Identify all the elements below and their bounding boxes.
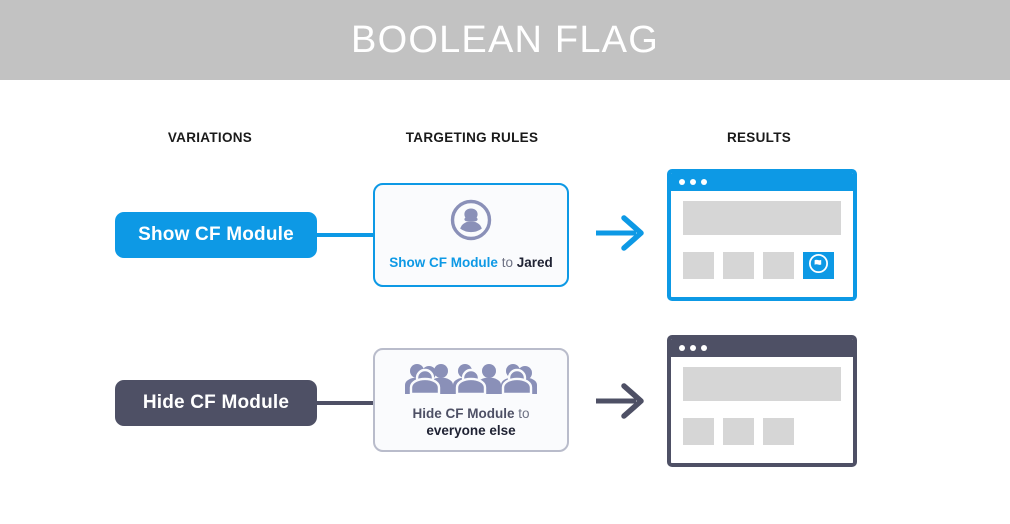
- result-browser-window-hide: [667, 335, 857, 467]
- column-header-variations: VARIATIONS: [167, 130, 253, 145]
- rule-connector-label: to: [501, 255, 513, 270]
- column-header-results: RESULTS: [726, 130, 792, 145]
- targeting-rule-card-show[interactable]: Show CF Module to Jared: [373, 183, 569, 287]
- rule-connector-label: to: [518, 405, 530, 421]
- content-tile: [763, 252, 794, 279]
- browser-titlebar-hide: [671, 339, 853, 357]
- content-tile: [723, 252, 754, 279]
- targeting-rule-card-hide[interactable]: Hide CF Module to everyone else: [373, 348, 569, 452]
- browser-body-show: [671, 191, 853, 297]
- browser-titlebar-show: [671, 173, 853, 191]
- window-dot-icon: [701, 179, 707, 185]
- content-tile: [683, 252, 714, 279]
- crowd-people-icon: [403, 362, 539, 399]
- tile-row-hide: [683, 418, 841, 445]
- window-dot-icon: [690, 179, 696, 185]
- window-dot-icon: [701, 345, 707, 351]
- variation-pill-show-label: Show CF Module: [138, 224, 294, 245]
- variation-pill-hide[interactable]: Hide CF Module: [115, 380, 317, 426]
- content-tile: [683, 418, 714, 445]
- content-placeholder-block: [683, 201, 841, 235]
- content-tile: [763, 418, 794, 445]
- arrow-right-icon-show: [596, 211, 648, 260]
- result-browser-window-show: [667, 169, 857, 301]
- targeting-rule-text-hide: Hide CF Module to everyone else: [412, 405, 529, 439]
- variation-pill-hide-label: Hide CF Module: [142, 392, 290, 413]
- content-tile: [723, 418, 754, 445]
- connector-line-show: [317, 233, 373, 237]
- variation-pill-show[interactable]: Show CF Module: [115, 212, 317, 258]
- window-dot-icon: [679, 179, 685, 185]
- rule-action-label: Show CF Module: [389, 255, 498, 270]
- connector-line-hide: [317, 401, 373, 405]
- rule-audience-label: everyone else: [426, 422, 516, 438]
- cf-module-tile[interactable]: [803, 252, 834, 279]
- arrow-right-icon-hide: [596, 379, 648, 428]
- rule-audience-label: Jared: [516, 255, 553, 270]
- flag-row-hide: Hide CF Module: [0, 330, 1010, 467]
- content-placeholder-block: [683, 367, 841, 401]
- tile-row-show: [683, 252, 841, 279]
- rule-action-label: Hide CF Module: [412, 405, 515, 421]
- single-person-icon: [450, 199, 492, 246]
- window-dot-icon: [679, 345, 685, 351]
- browser-body-hide: [671, 357, 853, 463]
- column-header-targeting-rules: TARGETING RULES: [405, 130, 539, 145]
- targeting-rule-text-show: Show CF Module to Jared: [389, 254, 553, 271]
- flag-row-show: Show CF Module Show CF Module to Jared: [0, 165, 1010, 301]
- header-bar: [0, 0, 1010, 80]
- window-dot-icon: [690, 345, 696, 351]
- cf-module-flag-icon: [808, 253, 829, 279]
- page-title: BOOLEAN FLAG: [351, 18, 659, 61]
